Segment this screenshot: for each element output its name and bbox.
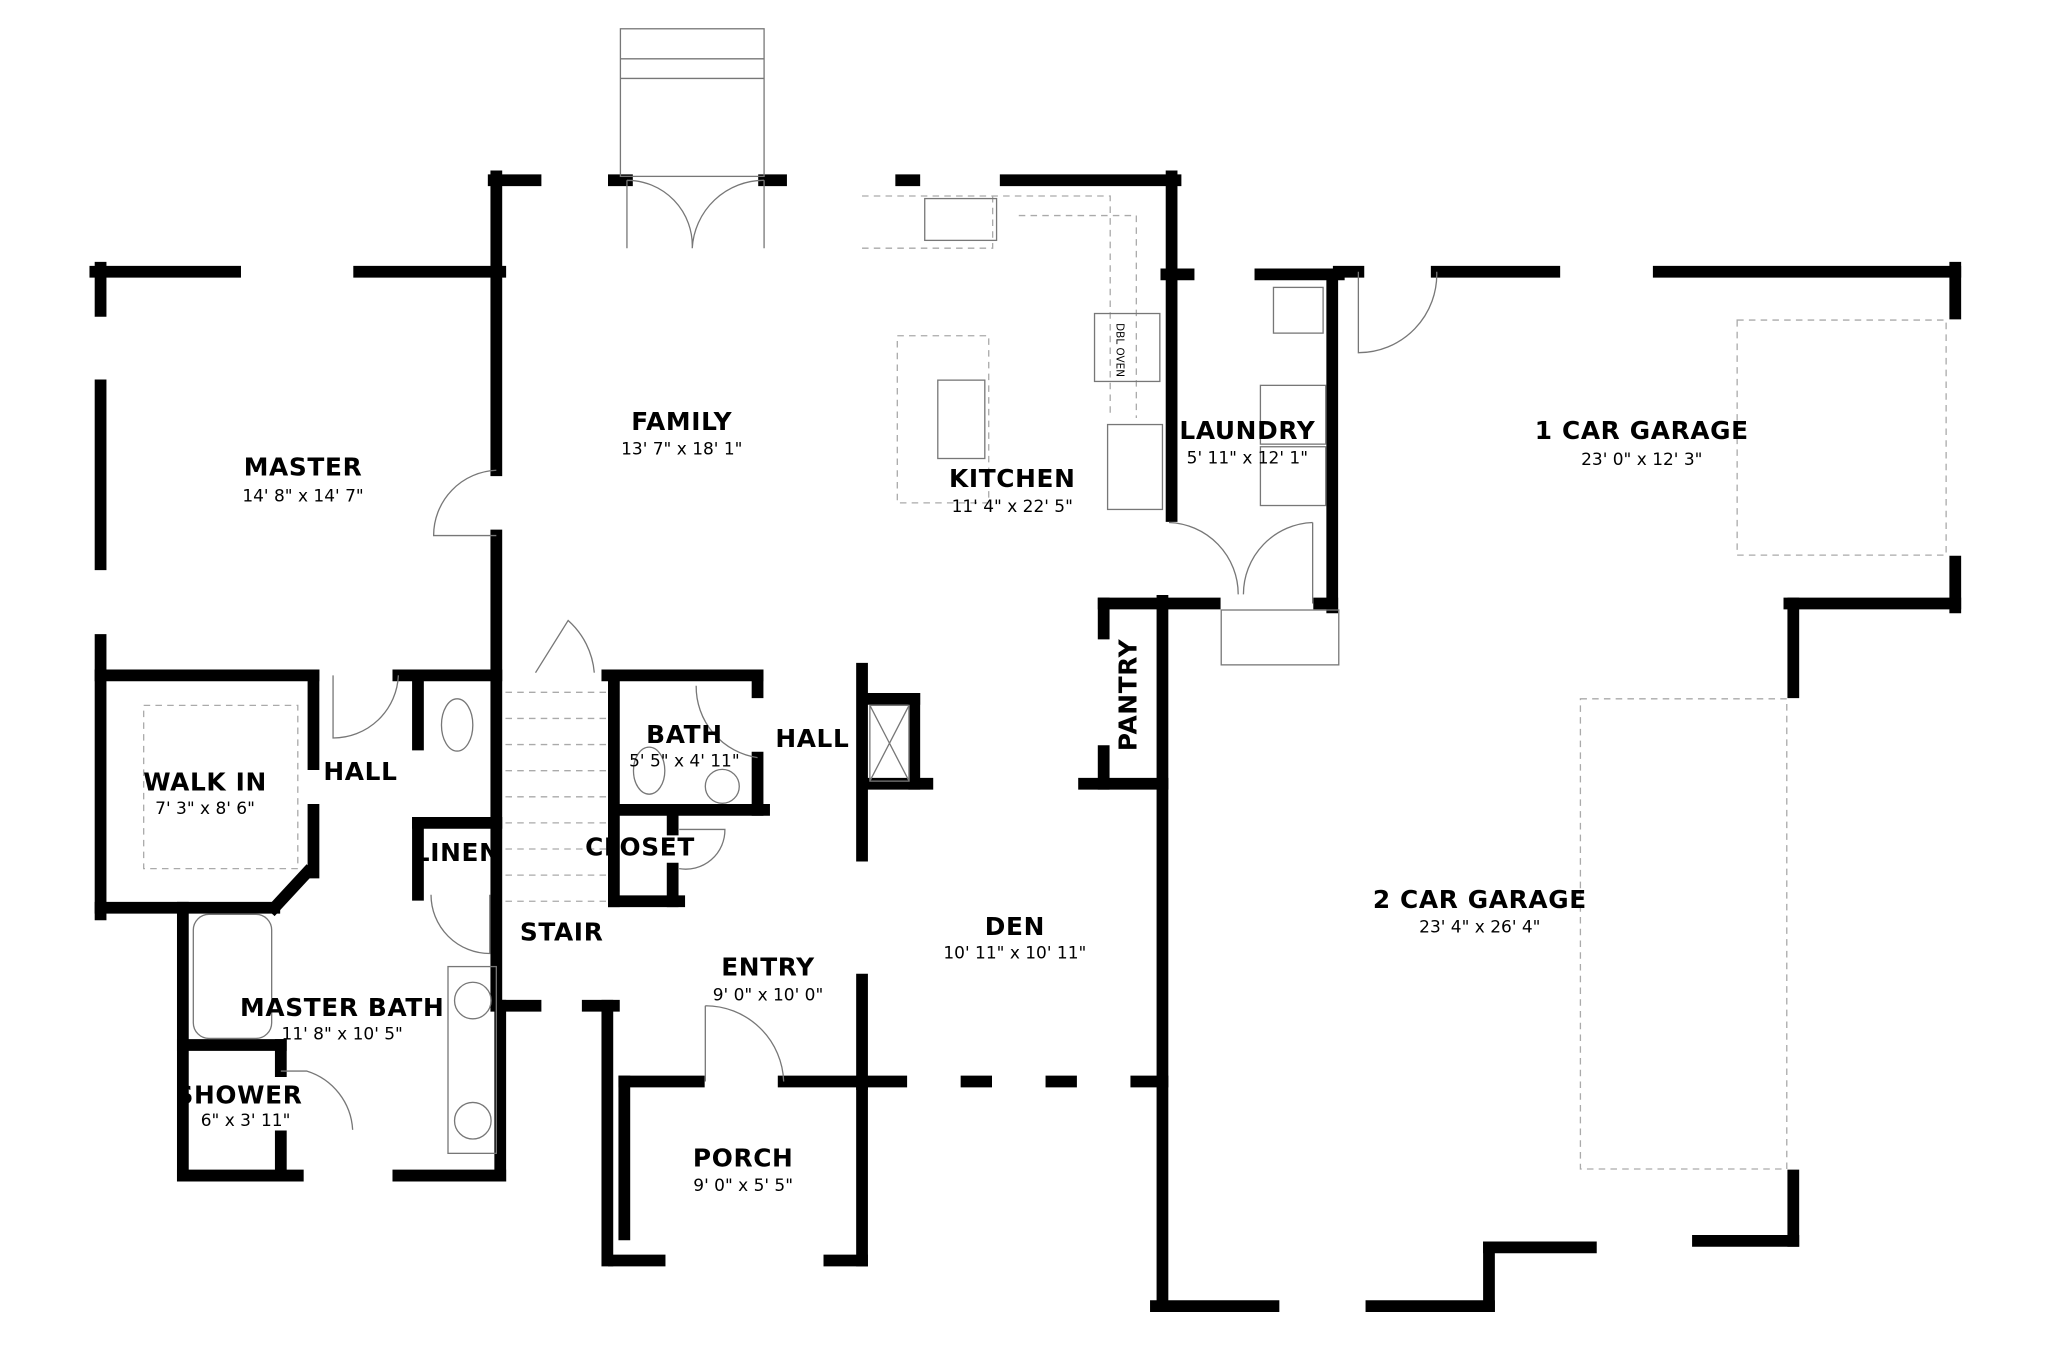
room-family-name: FAMILY [631, 407, 732, 436]
room-walkin-size: 7' 3" x 8' 6" [155, 799, 255, 819]
room-den-size: 10' 11" x 10' 11" [943, 944, 1086, 964]
laundry-sink-icon [1272, 286, 1324, 334]
door-swing [280, 1070, 354, 1130]
double-oven-label: DBL OVEN [1114, 323, 1126, 377]
laundry-step [1220, 609, 1340, 666]
door-swing [679, 828, 726, 870]
fireplace-icon [869, 704, 910, 782]
room-master-bath-name: MASTER BATH [240, 993, 444, 1022]
room-porch-size: 9' 0" x 5' 5" [693, 1176, 793, 1196]
door-swing [695, 685, 758, 759]
room-hall-master-name: HALL [323, 757, 397, 786]
walls [89, 170, 1962, 1313]
garage-door-2 [1579, 698, 1788, 1170]
bathtub-icon [192, 913, 273, 1040]
door-swing [626, 179, 765, 249]
door-swing [1168, 521, 1314, 604]
kitchen-counter [862, 195, 1137, 419]
vanity [447, 965, 497, 1155]
room-laundry-size: 5' 11" x 12' 1" [1187, 449, 1308, 469]
chimney [619, 28, 765, 178]
room-garage1-name: 1 CAR GARAGE [1535, 416, 1749, 445]
room-bath-name: BATH [646, 720, 722, 749]
room-kitchen-size: 11' 4" x 22' 5" [952, 497, 1073, 517]
door-swing [432, 469, 497, 537]
room-master-bath-size: 11' 8" x 10' 5" [282, 1025, 403, 1045]
wall [265, 864, 316, 917]
door-swing [1357, 271, 1438, 354]
room-family-size: 13' 7" x 18' 1" [621, 440, 742, 460]
room-den-name: DEN [985, 912, 1045, 941]
room-labels: MASTER 14' 8" x 14' 7" FAMILY 13' 7" x 1… [143, 407, 1749, 1196]
walk-in-shelf [143, 704, 299, 870]
garage-door-1 [1736, 319, 1947, 556]
room-kitchen-name: KITCHEN [949, 464, 1076, 493]
toilet-icon [440, 698, 474, 752]
sink-icon [453, 981, 492, 1020]
room-stair-name: STAIR [520, 917, 604, 946]
stair-treads [505, 691, 608, 902]
toilet-icon [632, 746, 666, 795]
sink-icon [924, 197, 998, 242]
room-shower-name: SHOWER [176, 1081, 303, 1110]
room-master-name: MASTER [244, 452, 363, 481]
room-bath-size: 5' 5" x 4' 11" [629, 752, 740, 772]
washer-icon [1259, 384, 1327, 445]
refrigerator-icon [1106, 423, 1164, 511]
room-laundry-name: LAUNDRY [1179, 416, 1315, 445]
sink-icon [704, 768, 740, 804]
door-swing [332, 675, 400, 739]
room-master-size: 14' 8" x 14' 7" [242, 487, 363, 507]
room-porch-name: PORCH [693, 1143, 794, 1172]
dryer-icon [1259, 446, 1327, 507]
room-shower-size: 6" x 3' 11" [201, 1111, 291, 1131]
room-linen-name: LINEN [414, 838, 501, 867]
room-hall-center-name: HALL [775, 724, 849, 753]
room-garage1-size: 23' 0" x 12' 3" [1581, 450, 1702, 470]
door-swing [534, 619, 595, 674]
room-walkin-name: WALK IN [143, 767, 267, 796]
room-garage2-name: 2 CAR GARAGE [1373, 885, 1587, 914]
double-oven-icon [1093, 312, 1161, 383]
room-entry-size: 9' 0" x 10' 0" [713, 986, 824, 1006]
fixtures: DBL OVEN [143, 28, 1947, 1170]
room-entry-name: ENTRY [721, 953, 815, 982]
room-closet-name: CLOSET [585, 833, 695, 862]
cooktop-icon [937, 379, 986, 460]
door-swing [704, 1005, 785, 1082]
room-pantry-name: PANTRY [1113, 638, 1142, 751]
sink-icon [453, 1101, 492, 1140]
room-garage2-size: 23' 4" x 26' 4" [1419, 918, 1540, 938]
door-swing [430, 894, 491, 955]
